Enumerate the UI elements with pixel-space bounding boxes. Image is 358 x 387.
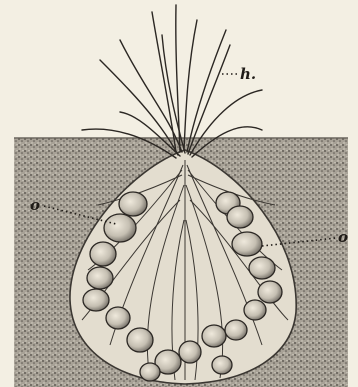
oogonium [179, 341, 201, 363]
aerial-hyphae [82, 5, 262, 158]
oogonium [258, 281, 282, 303]
label-hyphae: h. [240, 65, 256, 83]
oogonium [106, 307, 130, 329]
oogonium [140, 363, 160, 381]
label-oogonium-right: o [338, 228, 348, 246]
oogonium [87, 267, 113, 289]
oogonium [212, 356, 232, 374]
oogonium [249, 257, 275, 279]
oogonium [90, 242, 116, 266]
label-oogonium-left: o [30, 196, 40, 214]
oogonium [202, 325, 226, 347]
oogonium [244, 300, 266, 320]
oogonium [225, 320, 247, 340]
oogonium [83, 289, 109, 311]
oogonium [104, 214, 136, 242]
oogonium [232, 232, 262, 256]
oogonium [127, 328, 153, 352]
oogonium [119, 192, 147, 216]
oogonium [227, 206, 253, 228]
